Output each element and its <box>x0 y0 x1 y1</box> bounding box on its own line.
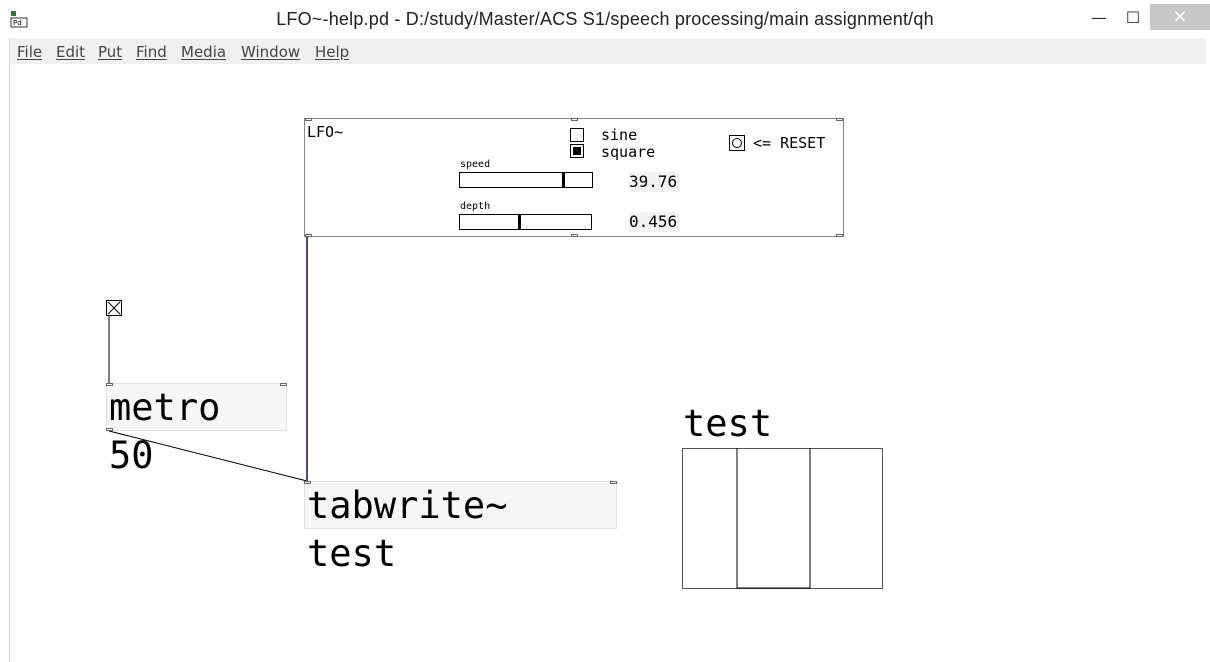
lfo-outlet-right[interactable] <box>836 234 843 237</box>
svg-text:Pd: Pd <box>13 19 22 27</box>
close-button[interactable]: ✕ <box>1150 4 1210 30</box>
window-title: LFO~-help.pd - D:/study/Master/ACS S1/sp… <box>276 9 934 29</box>
metro-object-text: metro 50 <box>109 386 221 477</box>
minimize-icon: — <box>1091 7 1107 27</box>
array-waveform <box>736 448 811 589</box>
lfo-inlet-left[interactable] <box>305 118 312 121</box>
close-icon: ✕ <box>1172 6 1188 28</box>
toggle-x-icon <box>107 301 121 315</box>
speed-number-box[interactable]: 39.76 <box>629 172 679 192</box>
speed-label: speed <box>460 159 491 170</box>
array-name: test <box>683 402 773 445</box>
array-graph[interactable] <box>682 448 883 589</box>
square-toggle-mark <box>573 147 581 155</box>
metro-inlet-right[interactable] <box>280 383 287 386</box>
tabwrite-object-text: tabwrite~ test <box>307 484 508 575</box>
menu-file[interactable]: File <box>17 43 43 61</box>
lfo-title: LFO~ <box>307 123 344 141</box>
tabwrite-inlet-left[interactable] <box>304 481 311 484</box>
metro-toggle[interactable] <box>106 300 122 316</box>
lfo-outlet-middle[interactable] <box>571 234 578 237</box>
maximize-icon: ☐ <box>1125 7 1141 27</box>
reset-bang[interactable] <box>729 135 745 151</box>
speed-slider[interactable] <box>459 172 593 188</box>
menu-find[interactable]: Find <box>136 43 167 61</box>
tabwrite-inlet-right[interactable] <box>610 481 617 484</box>
tabwrite-object[interactable]: tabwrite~ test <box>304 481 617 575</box>
sine-label: sine <box>601 126 638 144</box>
menu-bar: File Edit Put Find Media Window Help <box>10 38 1206 65</box>
square-toggle[interactable] <box>570 144 584 158</box>
pd-app-icon: Pd <box>10 11 28 28</box>
menu-window[interactable]: Window <box>241 43 301 61</box>
sine-toggle[interactable] <box>570 128 584 142</box>
speed-value: 39.76 <box>629 172 678 191</box>
lfo-outlet-left[interactable] <box>305 234 312 237</box>
title-bar: Pd LFO~-help.pd - D:/study/Master/ACS S1… <box>0 0 1210 38</box>
window-left-border <box>9 38 10 662</box>
lfo-abstraction-box[interactable]: LFO~ sine square <= RESET speed 39.76 de… <box>304 118 844 237</box>
depth-slider[interactable] <box>459 214 592 230</box>
square-label: square <box>601 143 656 161</box>
depth-label: depth <box>460 201 491 212</box>
metro-object[interactable]: metro 50 <box>106 383 287 477</box>
menu-edit[interactable]: Edit <box>56 43 86 61</box>
lfo-inlet-middle[interactable] <box>571 118 578 121</box>
menu-media[interactable]: Media <box>181 43 227 61</box>
lfo-inlet-right[interactable] <box>836 118 843 121</box>
speed-slider-knob[interactable] <box>562 173 565 187</box>
depth-number-box[interactable]: 0.456 <box>629 212 679 232</box>
menu-put[interactable]: Put <box>98 43 123 61</box>
menu-help[interactable]: Help <box>315 43 350 61</box>
reset-label: <= RESET <box>753 134 826 152</box>
maximize-button[interactable]: ☐ <box>1120 4 1146 30</box>
metro-outlet[interactable] <box>106 428 113 431</box>
depth-value: 0.456 <box>629 212 678 231</box>
depth-slider-knob[interactable] <box>518 215 521 229</box>
metro-inlet-left[interactable] <box>106 383 113 386</box>
minimize-button[interactable]: — <box>1086 4 1112 30</box>
